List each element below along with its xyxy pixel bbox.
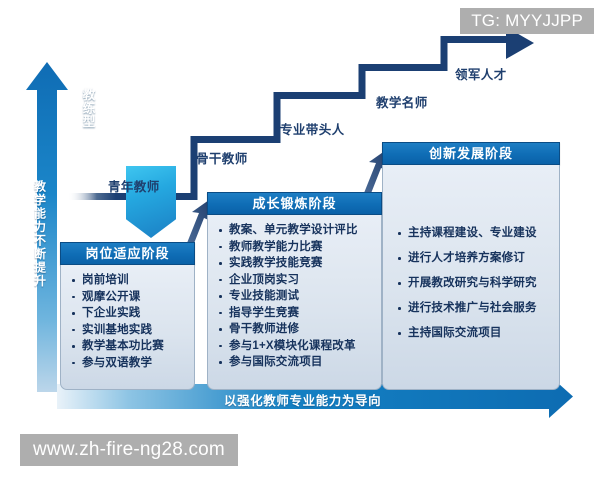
list-item: 指导学生竞赛 — [216, 305, 375, 322]
list-item: 观摩公开课 — [69, 289, 188, 306]
coach-badge-label-wrap: 教练型 — [63, 88, 113, 150]
panel-body-growth-training: 教案、单元教学设计评比 教师教学能力比赛 实践教学技能竞赛 企业顶岗实习 专业技… — [207, 215, 382, 390]
panel-body-innovation-development: 主持课程建设、专业建设 进行人才培养方案修订 开展教改研究与科学研究 进行技术推… — [382, 165, 560, 390]
list-item: 开展教改研究与科学研究 — [395, 271, 553, 296]
list-item: 参与1+X模块化课程改革 — [216, 338, 375, 355]
list-item: 实践教学技能竞赛 — [216, 255, 375, 272]
stage-panel-growth-training: 成长锻炼阶段 教案、单元教学设计评比 教师教学能力比赛 实践教学技能竞赛 企业顶… — [207, 192, 382, 390]
stair-label-backbone-teacher: 骨干教师 — [196, 152, 248, 166]
stair-label-young-teacher: 青年教师 — [108, 180, 160, 194]
panel-body-post-adaptation: 岗前培训 观摩公开课 下企业实践 实训基地实践 教学基本功比赛 参与双语教学 — [60, 265, 195, 390]
list-item: 专业技能测试 — [216, 288, 375, 305]
list-item: 主持课程建设、专业建设 — [395, 221, 553, 246]
list-item: 教案、单元教学设计评比 — [216, 222, 375, 239]
stage-panel-innovation-development: 创新发展阶段 主持课程建设、专业建设 进行人才培养方案修订 开展教改研究与科学研… — [382, 142, 560, 390]
panel-list-growth-training: 教案、单元教学设计评比 教师教学能力比赛 实践教学技能竞赛 企业顶岗实习 专业技… — [216, 222, 375, 371]
panel-title-post-adaptation: 岗位适应阶段 — [60, 242, 195, 265]
list-item: 实训基地实践 — [69, 322, 188, 339]
career-staircase — [68, 27, 534, 200]
watermark-url: www.zh-fire-ng28.com — [20, 434, 238, 466]
y-axis-caption-text: 教学能力不断提升 — [32, 180, 47, 288]
list-item: 下企业实践 — [69, 305, 188, 322]
growth-stage-connector-arrow — [185, 200, 211, 251]
panel-title-innovation-development: 创新发展阶段 — [382, 142, 560, 165]
list-item: 进行技术推广与社会服务 — [395, 296, 553, 321]
watermark-tg: TG: MYYJJPP — [460, 8, 594, 34]
stage-panel-post-adaptation: 岗位适应阶段 岗前培训 观摩公开课 下企业实践 实训基地实践 教学基本功比赛 参… — [60, 242, 195, 390]
list-item: 企业顶岗实习 — [216, 272, 375, 289]
coach-type-badge: 教练型 — [63, 83, 176, 238]
panel-list-innovation-development: 主持课程建设、专业建设 进行人才培养方案修订 开展教改研究与科学研究 进行技术推… — [395, 221, 553, 346]
list-item: 进行人才培养方案修订 — [395, 246, 553, 271]
innovation-stage-connector-arrow — [362, 150, 388, 201]
y-axis-caption: 教学能力不断提升 — [29, 180, 51, 370]
list-item: 岗前培训 — [69, 272, 188, 289]
panel-title-growth-training: 成长锻炼阶段 — [207, 192, 382, 215]
bottom-axis-caption: 以强化教师专业能力为导向 — [224, 394, 382, 408]
panel-list-post-adaptation: 岗前培训 观摩公开课 下企业实践 实训基地实践 教学基本功比赛 参与双语教学 — [69, 272, 188, 371]
stair-label-discipline-leader: 专业带头人 — [280, 123, 345, 137]
list-item: 教师教学能力比赛 — [216, 239, 375, 256]
list-item: 参与双语教学 — [69, 355, 188, 372]
stair-label-master-teacher: 教学名师 — [376, 96, 428, 110]
list-item: 教学基本功比赛 — [69, 338, 188, 355]
list-item: 骨干教师进修 — [216, 321, 375, 338]
list-item: 参与国际交流项目 — [216, 354, 375, 371]
stair-label-leading-talent: 领军人才 — [455, 68, 507, 82]
vertical-axis-arrow — [26, 62, 68, 392]
coach-badge-label: 教练型 — [80, 88, 95, 129]
list-item: 主持国际交流项目 — [395, 321, 553, 346]
